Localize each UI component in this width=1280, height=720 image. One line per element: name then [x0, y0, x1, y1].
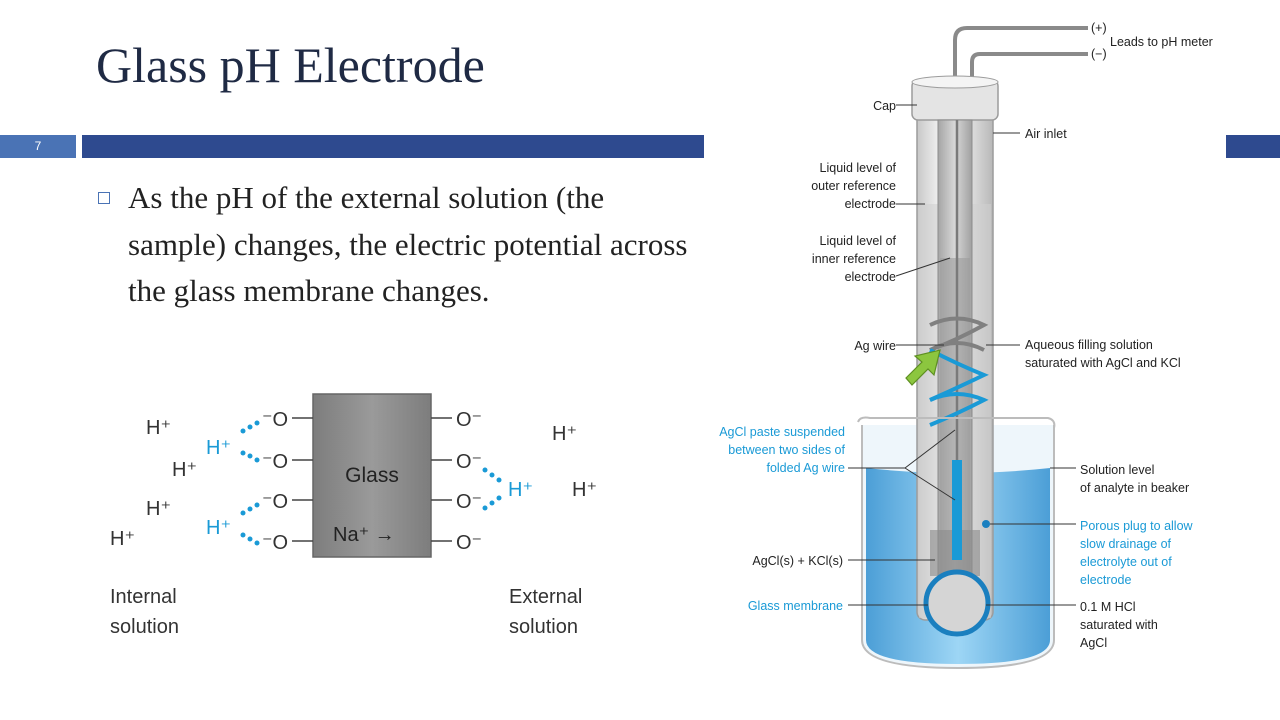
h-plus-bound-2: H⁺ [206, 517, 231, 539]
hcl-label-2: saturated with [1080, 618, 1158, 632]
o-minus-right-2: O⁻ [456, 451, 482, 473]
bullet-square-icon [98, 192, 110, 204]
glass-label: Glass [345, 464, 399, 487]
ag-wire-label: Ag wire [854, 339, 896, 353]
hcl-label-3: AgCl [1080, 636, 1107, 650]
inner-level-label-3: electrode [845, 270, 896, 284]
o-minus-right-1: O⁻ [456, 409, 482, 431]
lead-negative [970, 52, 1088, 80]
plus-label: (+) [1091, 21, 1107, 35]
o-minus-right-4: O⁻ [456, 532, 482, 554]
filling-label-2: saturated with AgCl and KCl [1025, 356, 1181, 370]
agcl-paste-label-3: folded Ag wire [766, 461, 845, 475]
outer-level-label-1: Liquid level of [820, 161, 897, 175]
external-label-2: solution [509, 616, 578, 638]
header-band-right [1226, 135, 1280, 158]
solution-level-label-2: of analyte in beaker [1080, 481, 1189, 495]
slide-title: Glass pH Electrode [96, 37, 485, 93]
glass-block [312, 393, 432, 558]
porous-plug-label-3: electrolyte out of [1080, 555, 1172, 569]
porous-plug-label-2: slow drainage of [1080, 537, 1172, 551]
h-plus-external-1: H⁺ [552, 423, 577, 445]
o-minus-left-3: ⁻O [262, 491, 288, 513]
h-plus-external-2: H⁺ [572, 479, 597, 501]
lead-positive [953, 26, 1088, 80]
slide-number: 7 [0, 135, 76, 158]
h-plus-bound-3: H⁺ [508, 479, 533, 501]
o-minus-left-4: ⁻O [262, 532, 288, 554]
hcl-label-1: 0.1 M HCl [1080, 600, 1136, 614]
cap-label: Cap [873, 99, 896, 113]
agcl-paste [952, 460, 962, 560]
outer-level-label-3: electrode [845, 197, 896, 211]
solution-level-label-1: Solution level [1080, 463, 1154, 477]
h-plus-internal-4: H⁺ [110, 528, 135, 550]
h-plus-internal-1: H⁺ [146, 417, 171, 439]
bullet-text: As the pH of the external solution (the … [128, 180, 688, 308]
filling-label-1: Aqueous filling solution [1025, 338, 1153, 352]
porous-plug-label-4: electrode [1080, 573, 1131, 587]
h-plus-bound-1: H⁺ [206, 437, 231, 459]
hydrogen-bond-dots [240, 420, 502, 546]
o-minus-right-3: O⁻ [456, 491, 482, 513]
na-label: Na⁺ → [333, 524, 395, 546]
o-minus-left-1: ⁻O [262, 409, 288, 431]
h-plus-internal-3: H⁺ [146, 498, 171, 520]
inner-level-label-2: inner reference [812, 252, 896, 266]
agcl-kcl-label: AgCl(s) + KCl(s) [752, 554, 843, 568]
external-label-1: External [509, 586, 582, 608]
leads-label: Leads to pH meter [1110, 35, 1213, 49]
glass-membrane-label: Glass membrane [748, 599, 843, 613]
air-inlet-label: Air inlet [1025, 127, 1067, 141]
inner-level-label-1: Liquid level of [820, 234, 897, 248]
agcl-paste-label-1: AgCl paste suspended [719, 425, 845, 439]
internal-label-2: solution [110, 616, 179, 638]
outer-level-label-2: outer reference [811, 179, 896, 193]
minus-label: (−) [1091, 47, 1107, 61]
h-plus-internal-2: H⁺ [172, 459, 197, 481]
agcl-paste-label-2: between two sides of [728, 443, 845, 457]
header-band-left [82, 135, 704, 158]
glass-membrane-bulb [923, 569, 991, 637]
o-minus-left-2: ⁻O [262, 451, 288, 473]
internal-label-1: Internal [110, 586, 177, 608]
porous-plug [982, 520, 990, 528]
porous-plug-label-1: Porous plug to allow [1080, 519, 1194, 533]
pointer-arrow-icon [905, 349, 941, 386]
